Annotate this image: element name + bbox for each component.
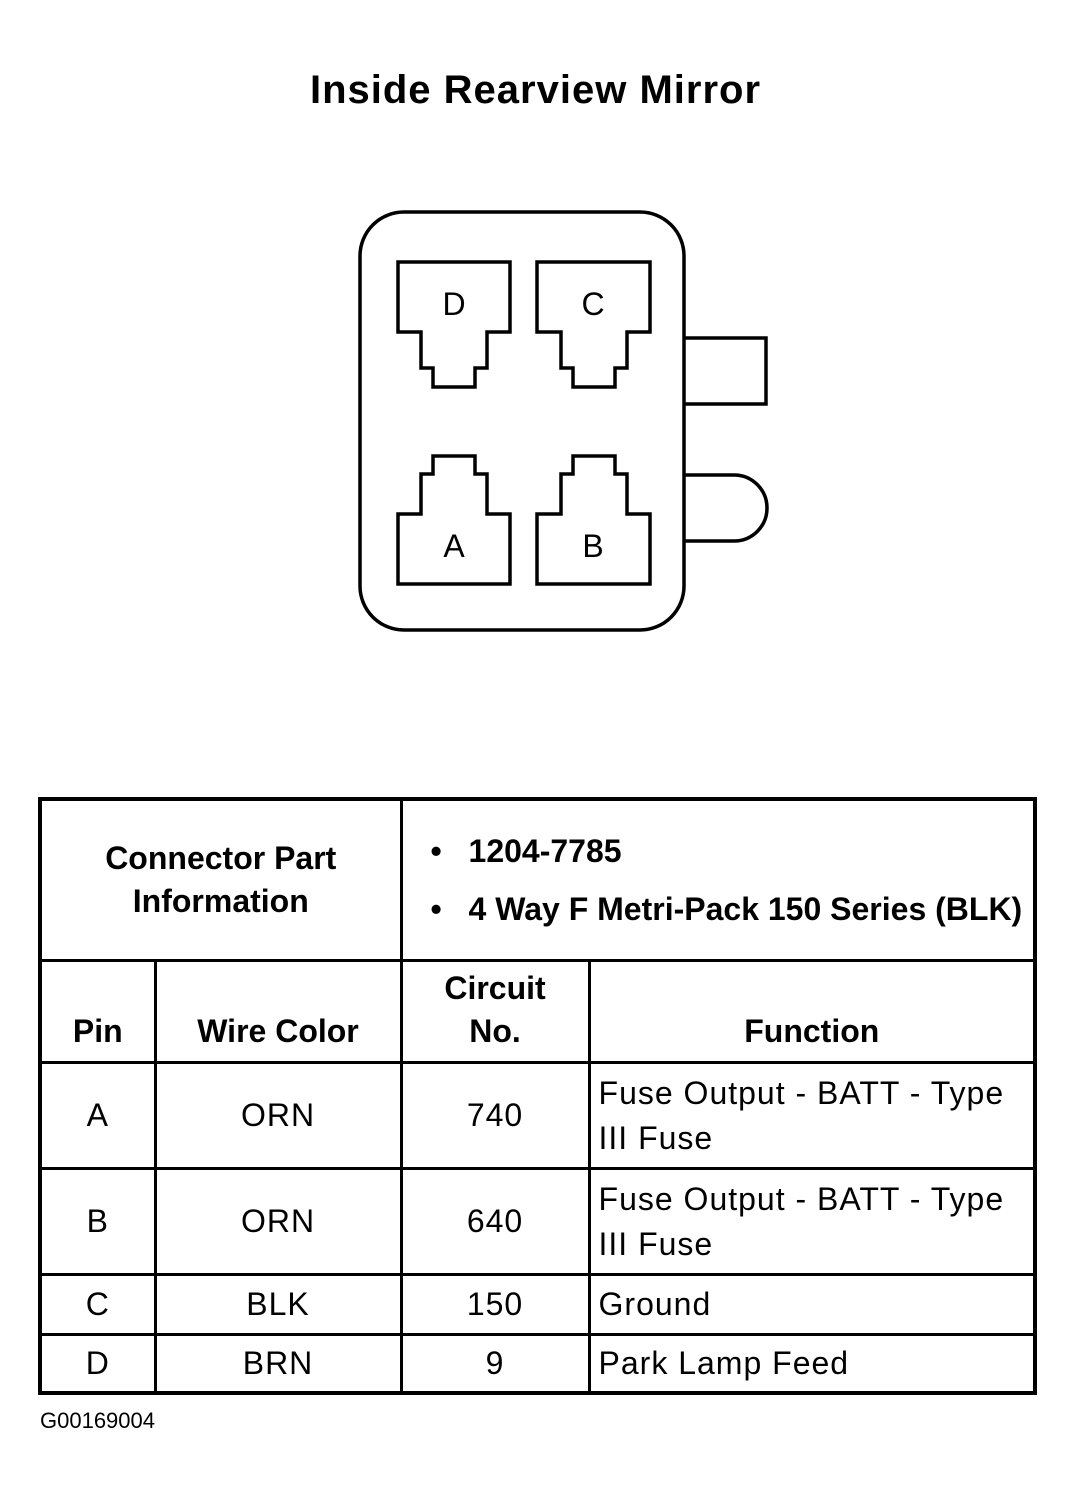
pin-label-c: C — [581, 286, 604, 322]
pin-cell: D — [38, 1333, 157, 1394]
connector-info-row: Connector Part Information 1204-7785 4 W… — [38, 797, 1037, 962]
connector-key — [684, 473, 769, 543]
function-cell: Ground — [587, 1273, 1037, 1336]
connector-face-diagram: D C A B — [358, 210, 769, 632]
pin-cell: A — [38, 1061, 157, 1170]
function-cell: Fuse Output - BATT - Type III Fuse — [587, 1167, 1037, 1276]
cavity-b — [535, 454, 652, 586]
header-circuit-no: Circuit No. — [399, 959, 591, 1064]
pin-label-b: B — [582, 528, 603, 564]
table-row: A ORN 740 Fuse Output - BATT - Type III … — [38, 1061, 1037, 1170]
wire-color-cell: ORN — [153, 1061, 403, 1170]
pin-cell: B — [38, 1167, 157, 1276]
connector-lock-tab — [684, 336, 768, 406]
part-info-list: 1204-7785 4 Way F Metri-Pack 150 Series … — [403, 819, 1034, 941]
connector-body — [358, 210, 686, 632]
pin-label-a: A — [443, 528, 465, 564]
circuit-cell: 150 — [399, 1273, 591, 1336]
diagram-title: Inside Rearview Mirror — [309, 68, 762, 112]
table-row: D BRN 9 Park Lamp Feed — [38, 1333, 1037, 1394]
circuit-cell: 740 — [399, 1061, 591, 1170]
connector-part-info-values: 1204-7785 4 Way F Metri-Pack 150 Series … — [399, 797, 1037, 962]
connector-pinout-table: Connector Part Information 1204-7785 4 W… — [38, 797, 1038, 1395]
header-function: Function — [587, 959, 1037, 1064]
pin-cell: C — [38, 1273, 157, 1336]
wire-color-cell: ORN — [153, 1167, 403, 1276]
circuit-cell: 9 — [399, 1333, 591, 1394]
function-cell: Park Lamp Feed — [587, 1333, 1037, 1394]
function-cell: Fuse Output - BATT - Type III Fuse — [587, 1061, 1037, 1170]
table-row: C BLK 150 Ground — [38, 1273, 1037, 1336]
header-wire-color: Wire Color — [153, 959, 403, 1064]
table-row: B ORN 640 Fuse Output - BATT - Type III … — [38, 1167, 1037, 1276]
part-description: 4 Way F Metri-Pack 150 Series (BLK) — [431, 887, 1034, 931]
header-row: Pin Wire Color Circuit No. Function — [38, 959, 1037, 1064]
header-pin: Pin — [38, 959, 157, 1064]
pin-label-d: D — [442, 286, 465, 322]
circuit-cell: 640 — [399, 1167, 591, 1276]
part-number: 1204-7785 — [431, 829, 1034, 873]
wire-color-cell: BRN — [153, 1333, 403, 1394]
figure-code: G00169004 — [40, 1408, 155, 1433]
wire-color-cell: BLK — [153, 1273, 403, 1336]
cavity-a — [396, 454, 512, 586]
connector-part-info-label: Connector Part Information — [38, 797, 403, 962]
cavity-c — [535, 260, 652, 389]
cavity-d — [396, 260, 512, 389]
